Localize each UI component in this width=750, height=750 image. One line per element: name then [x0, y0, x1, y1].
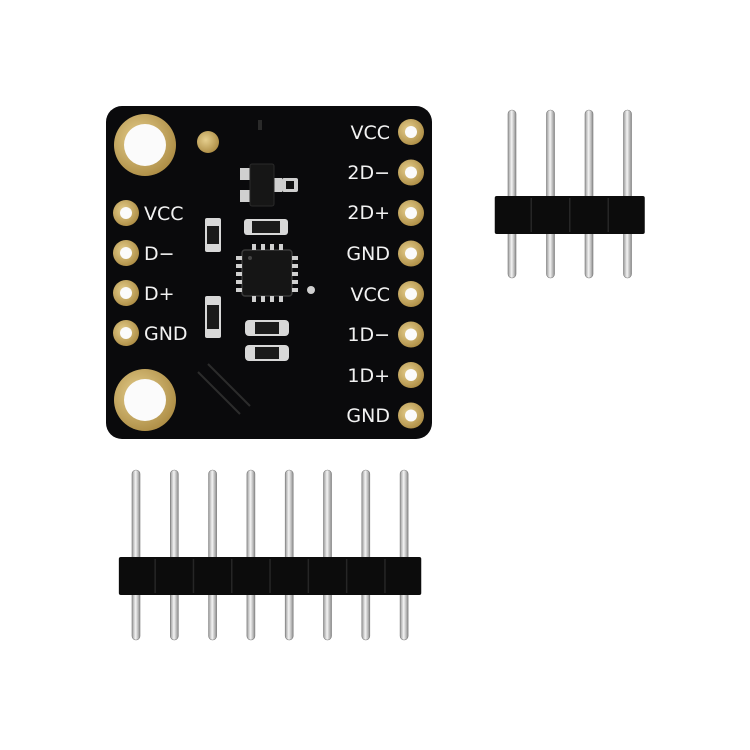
- header-pin: [246, 469, 256, 641]
- qfn-pad: [292, 256, 298, 260]
- right-label-gnd-2: GND: [346, 405, 390, 427]
- right-label-2d-minus: 2D−: [347, 162, 390, 184]
- mounting-hole-bottom: [114, 369, 176, 431]
- right-pad-row: [398, 119, 424, 429]
- transistor-sot23: [240, 163, 282, 207]
- right-pad-3: [398, 200, 424, 226]
- silkscreen-diagonal-marks: [197, 363, 251, 415]
- header-pin: [361, 469, 371, 641]
- qfn-pad: [236, 288, 242, 292]
- capacitor-lower-1: [245, 320, 289, 336]
- qfn-pad: [261, 296, 265, 302]
- header-pin: [170, 469, 179, 641]
- resistor-lower: [205, 296, 221, 338]
- mounting-hole-top: [114, 114, 176, 176]
- qfn-pad: [292, 288, 298, 292]
- header-pin: [323, 469, 332, 641]
- header-pin: [546, 109, 555, 279]
- left-pad-2: [113, 240, 139, 266]
- breakout-board: VCC D− D+ GND VCC 2D− 2D+ GND VCC 1D− 1D…: [106, 106, 432, 439]
- right-pad-1: [398, 119, 424, 145]
- left-pad-4: [113, 320, 139, 346]
- left-pad-1: [113, 200, 139, 226]
- left-label-d-minus: D−: [144, 243, 175, 265]
- header-pin: [284, 469, 294, 641]
- left-pad-3: [113, 280, 139, 306]
- qfn-chip: [236, 244, 298, 302]
- header-pin: [507, 109, 517, 279]
- header-pin: [399, 469, 409, 641]
- right-label-gnd-1: GND: [346, 243, 390, 265]
- resistor-upper: [205, 218, 221, 252]
- fiducial-pad: [197, 131, 219, 153]
- left-pad-row: [113, 200, 139, 346]
- capacitor-lower-2: [245, 345, 289, 361]
- header-pin: [623, 109, 632, 279]
- right-label-vcc-2: VCC: [350, 284, 390, 306]
- right-label-1d-minus: 1D−: [347, 324, 390, 346]
- left-label-d-plus: D+: [144, 283, 175, 305]
- header-pin: [208, 469, 217, 641]
- qfn-pad: [236, 272, 242, 276]
- right-pad-5: [398, 281, 424, 307]
- qfn-pad: [270, 296, 274, 302]
- right-pad-6: [398, 321, 424, 348]
- right-pad-8: [398, 402, 424, 429]
- left-label-vcc: VCC: [144, 203, 184, 225]
- qfn-pad: [252, 244, 256, 250]
- right-pad-4: [398, 240, 424, 267]
- right-label-1d-plus: 1D+: [347, 365, 390, 387]
- qfn-pad: [252, 296, 256, 302]
- header-pin: [131, 469, 141, 641]
- qfn-pad: [279, 296, 283, 302]
- qfn-pad: [261, 244, 265, 250]
- left-label-gnd: GND: [144, 323, 188, 345]
- pin-header-8: [118, 469, 422, 641]
- test-point: [307, 286, 315, 294]
- qfn-pad: [236, 256, 242, 260]
- qfn-pad: [292, 264, 298, 268]
- header-pin: [584, 109, 594, 279]
- qfn-pad: [292, 272, 298, 276]
- capacitor-mid: [244, 219, 288, 235]
- right-pad-2: [398, 159, 424, 186]
- right-label-vcc-1: VCC: [350, 122, 390, 144]
- silkscreen-tick: [258, 120, 262, 130]
- qfn-pad: [270, 244, 274, 250]
- qfn-pad: [292, 280, 298, 284]
- pin-header-4: [494, 109, 645, 279]
- qfn-pad: [236, 280, 242, 284]
- qfn-pad: [236, 264, 242, 268]
- qfn-pad: [279, 244, 283, 250]
- right-label-2d-plus: 2D+: [347, 202, 390, 224]
- capacitor-top: [282, 178, 298, 192]
- right-pad-7: [398, 362, 424, 388]
